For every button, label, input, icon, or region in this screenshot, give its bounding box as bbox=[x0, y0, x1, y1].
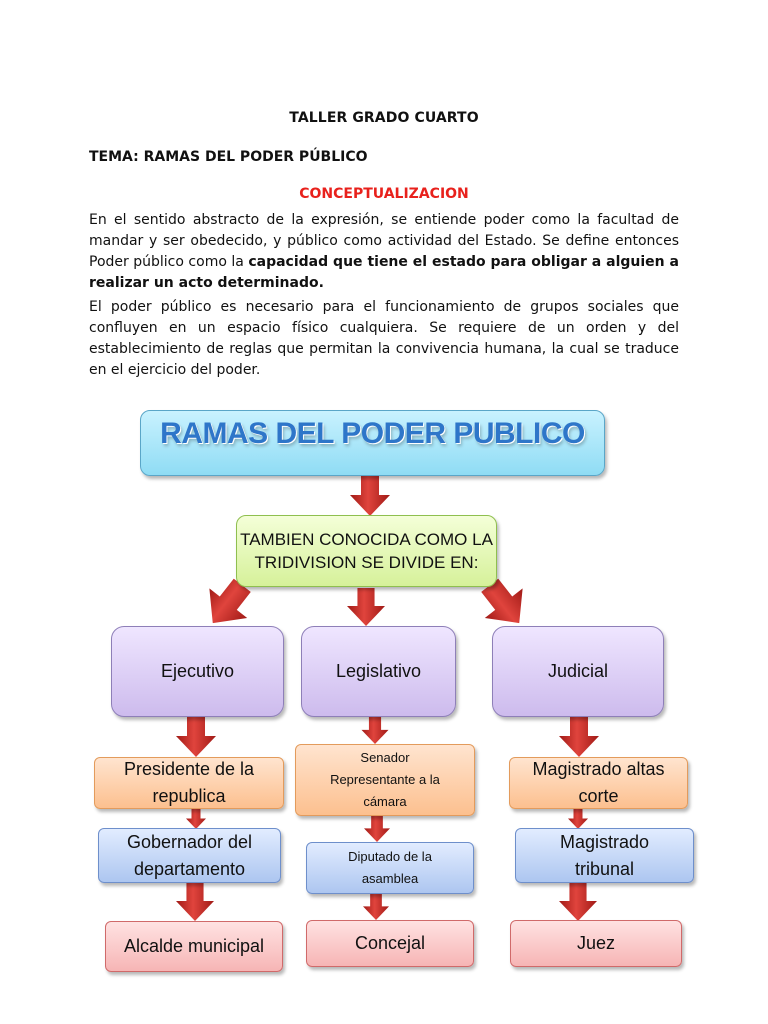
paragraph-1-text: En el sentido abstracto de la expresión,… bbox=[89, 212, 679, 270]
judicial-level-2: Magistrado tribunal bbox=[515, 828, 694, 883]
judicial-level-1: Magistrado altas corte bbox=[509, 757, 688, 809]
legislativo-level-1: Senador Representante a la cámara bbox=[295, 744, 475, 816]
arrow-down-icon bbox=[176, 717, 216, 757]
arrow-down-icon bbox=[568, 809, 588, 829]
paragraph-2: El poder público es necesario para el fu… bbox=[89, 299, 679, 378]
ejecutivo-level-2-line-1: Gobernador del bbox=[126, 831, 253, 852]
section-heading: CONCEPTUALIZACION bbox=[299, 186, 469, 202]
paragraph-1-end: . bbox=[318, 275, 324, 291]
arrow-down-icon bbox=[361, 717, 389, 744]
legislativo-level-1-line-2: Representante a la bbox=[330, 772, 440, 787]
ejecutivo-level-1-line-2: republica bbox=[152, 786, 226, 806]
arrow-down-icon bbox=[176, 883, 214, 921]
diagram-title: RAMAS DEL PODER PUBLICO bbox=[160, 417, 585, 450]
ejecutivo-level-1: Presidente de la republica bbox=[94, 757, 284, 809]
judicial-level-1-line-2: corte bbox=[578, 786, 619, 806]
arrow-down-icon bbox=[347, 588, 385, 626]
legislativo-level-1-line-3: cámara bbox=[363, 794, 407, 809]
legislativo-level-2-line-2: asamblea bbox=[361, 871, 419, 886]
ejecutivo-level-3: Alcalde municipal bbox=[105, 921, 283, 972]
arrow-down-icon bbox=[186, 809, 206, 829]
judicial-level-2-line-2: tribunal bbox=[574, 858, 635, 879]
tridivision-line-2: TRIDIVISION SE DIVIDE EN: bbox=[254, 553, 479, 572]
document-tema: TEMA: RAMAS DEL PODER PÚBLICO bbox=[89, 149, 368, 165]
arrow-down-icon bbox=[559, 717, 599, 757]
tridivision-line-1: TAMBIEN CONOCIDA COMO LA bbox=[240, 530, 493, 549]
judicial-level-1-line-1: Magistrado altas bbox=[532, 759, 665, 779]
branch-legislativo: Legislativo bbox=[301, 626, 456, 717]
judicial-level-3: Juez bbox=[510, 920, 682, 967]
judicial-level-2-line-1: Magistrado bbox=[559, 831, 650, 852]
arrow-down-icon bbox=[364, 816, 390, 842]
paragraph-1-bold: capacidad que tiene el estado para oblig… bbox=[89, 254, 679, 291]
ejecutivo-level-2: Gobernador del departamento bbox=[98, 828, 281, 883]
branch-judicial: Judicial bbox=[492, 626, 664, 717]
ejecutivo-level-2-line-2: departamento bbox=[133, 858, 246, 879]
document-title: TALLER GRADO CUARTO bbox=[289, 110, 479, 126]
legislativo-level-1-line-1: Senador bbox=[360, 750, 410, 765]
branch-ejecutivo: Ejecutivo bbox=[111, 626, 284, 717]
legislativo-level-2: Diputado de la asamblea bbox=[306, 842, 474, 894]
legislativo-level-2-line-1: Diputado de la bbox=[348, 849, 432, 864]
arrow-down-icon bbox=[363, 894, 389, 920]
legislativo-level-3: Concejal bbox=[306, 920, 474, 967]
ejecutivo-level-1-line-1: Presidente de la bbox=[123, 759, 255, 779]
tridivision-box: TAMBIEN CONOCIDA COMO LA TRIDIVISION SE … bbox=[236, 515, 497, 587]
arrow-down-icon bbox=[350, 476, 390, 516]
diagram-title-box: RAMAS DEL PODER PUBLICO bbox=[140, 410, 605, 476]
arrow-down-icon bbox=[559, 883, 597, 921]
paragraph-1: En el sentido abstracto de la expresión,… bbox=[89, 210, 679, 294]
